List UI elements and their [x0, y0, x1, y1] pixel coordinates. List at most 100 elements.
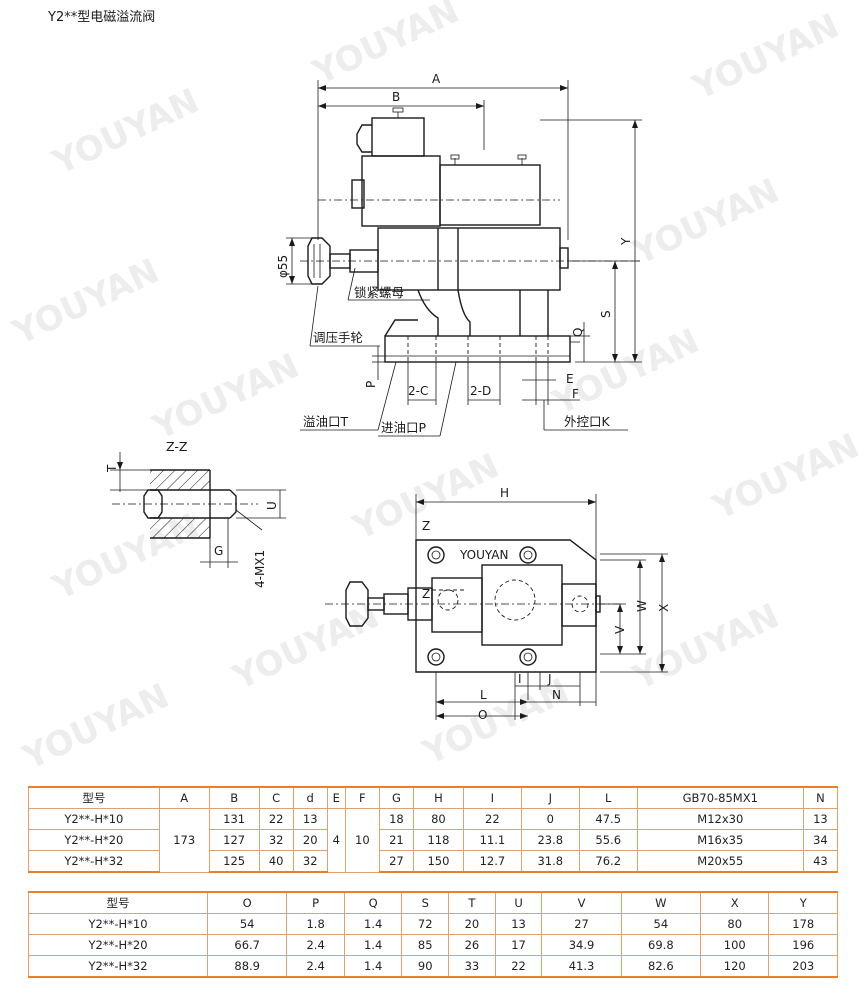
dim-A: A: [432, 72, 441, 86]
dim-U: U: [265, 501, 279, 510]
dim-J: J: [547, 672, 552, 686]
dim-H: H: [500, 486, 509, 500]
dim-dia55: φ55: [276, 255, 290, 278]
cell: 21: [378, 829, 414, 851]
cell: 85: [401, 934, 450, 956]
front-view: A B: [276, 72, 642, 437]
dim-L: L: [480, 688, 487, 702]
cell: 26: [448, 934, 496, 956]
col-header: 型号: [27, 891, 209, 914]
dim-W: W: [635, 600, 649, 612]
cell: 2.4: [286, 934, 345, 956]
cell: 12.7: [462, 850, 522, 873]
table-row: Y2**-H*20 127 32 20 21 118 11.1 23.8 55.…: [28, 829, 839, 851]
col-header: G: [378, 786, 414, 809]
page-title: Y2**型电磁溢流阀: [48, 10, 156, 25]
cell: 82.6: [620, 955, 702, 978]
model-cell: Y2**-H*20: [27, 934, 209, 956]
model-cell: Y2**-H*32: [27, 955, 209, 978]
cell: 34.9: [541, 934, 622, 956]
watermark: YOUYAN: [146, 346, 305, 449]
col-header: T: [448, 891, 496, 914]
cell: 1.4: [343, 955, 403, 978]
dim-X: X: [657, 604, 671, 612]
cell-F: 10: [344, 808, 380, 873]
col-header: N: [802, 786, 839, 809]
dim-N: N: [552, 688, 561, 702]
cell: 43: [802, 850, 839, 873]
cell: 34: [802, 829, 839, 851]
cell: 90: [401, 955, 450, 978]
watermark: YOUYAN: [346, 446, 505, 549]
col-header: X: [700, 891, 770, 914]
cell: 80: [412, 808, 464, 830]
cell: 178: [768, 913, 838, 935]
model-cell: Y2**-H*20: [28, 829, 160, 851]
table-row: Y2**-H*32 88.9 2.4 1.4 90 33 22 41.3 82.…: [27, 955, 838, 978]
dim-2C: 2-C: [408, 384, 428, 398]
watermark: YOUYAN: [16, 676, 175, 779]
col-header: Q: [343, 891, 403, 914]
table-row: Y2**-H*10 54 1.8 1.4 72 20 13 27 54 80 1…: [27, 913, 838, 935]
col-header: V: [541, 891, 622, 914]
cell: 22: [494, 955, 543, 978]
cell: 40: [258, 850, 294, 873]
valve-drawing: YOUYAN YOUYAN YOUYAN YOUYAN YOUYAN YOUYA…: [6, 0, 865, 779]
dim-S: S: [599, 310, 613, 318]
cell: 23.8: [520, 829, 580, 851]
dim-B: B: [392, 90, 400, 104]
cell: 120: [700, 955, 770, 978]
col-header: E: [326, 786, 346, 809]
col-header: I: [462, 786, 522, 809]
watermark: YOUYAN: [226, 596, 385, 699]
cell: 47.5: [578, 808, 638, 830]
cell-A: 173: [158, 808, 210, 873]
table-row: Y2**-H*10 173 131 22 13 4 10 18 80 22 0 …: [28, 808, 839, 873]
dim-2D: 2-D: [470, 384, 491, 398]
plate-brand: YOUYAN: [459, 548, 509, 562]
model-cell: Y2**-H*10: [27, 913, 209, 935]
cell: M12x30: [636, 808, 804, 830]
cell: 22: [462, 808, 522, 830]
watermark: YOUYAN: [6, 251, 165, 354]
label-inlet-port: 进油口P: [381, 420, 427, 435]
dim-Q: Q: [571, 328, 585, 337]
col-header: H: [412, 786, 464, 809]
col-header: Y: [768, 891, 838, 914]
cell: 55.6: [578, 829, 638, 851]
cell: 54: [620, 913, 702, 935]
col-header: A: [158, 786, 210, 809]
dim-F: F: [572, 387, 579, 401]
col-header: L: [578, 786, 638, 809]
label-handwheel: 调压手轮: [313, 330, 363, 345]
cell: 17: [494, 934, 543, 956]
section-mark: Z: [422, 587, 430, 601]
dim-V: V: [613, 625, 627, 634]
col-header: d: [292, 786, 328, 809]
cell: 72: [401, 913, 450, 935]
cell: 33: [448, 955, 496, 978]
cell: 2.4: [286, 955, 345, 978]
watermark: YOUYAN: [686, 6, 845, 109]
cell-E: 4: [326, 808, 346, 873]
spec-table-1: 型号 A B C d E F G H I J L GB70-85MX1 N Y2…: [28, 786, 839, 873]
cell: 127: [208, 829, 260, 851]
watermark: YOUYAN: [706, 426, 865, 529]
dim-4MX1: 4-MX1: [253, 550, 267, 588]
section-mark: Z: [422, 519, 430, 533]
cell: 13: [292, 808, 328, 830]
cell: 203: [768, 955, 838, 978]
model-cell: Y2**-H*10: [28, 808, 160, 830]
cell: 54: [207, 913, 288, 935]
cell: 20: [292, 829, 328, 851]
dim-I: I: [518, 672, 522, 686]
cell: 31.8: [520, 850, 580, 873]
dim-E: E: [566, 372, 574, 386]
label-external-port: 外控口K: [564, 414, 611, 429]
label-lock-nut: 锁紧螺母: [354, 285, 404, 300]
cell: 22: [258, 808, 294, 830]
cell: 32: [292, 850, 328, 873]
cell: 13: [802, 808, 839, 830]
cell: 13: [494, 913, 543, 935]
cell: M16x35: [636, 829, 804, 851]
